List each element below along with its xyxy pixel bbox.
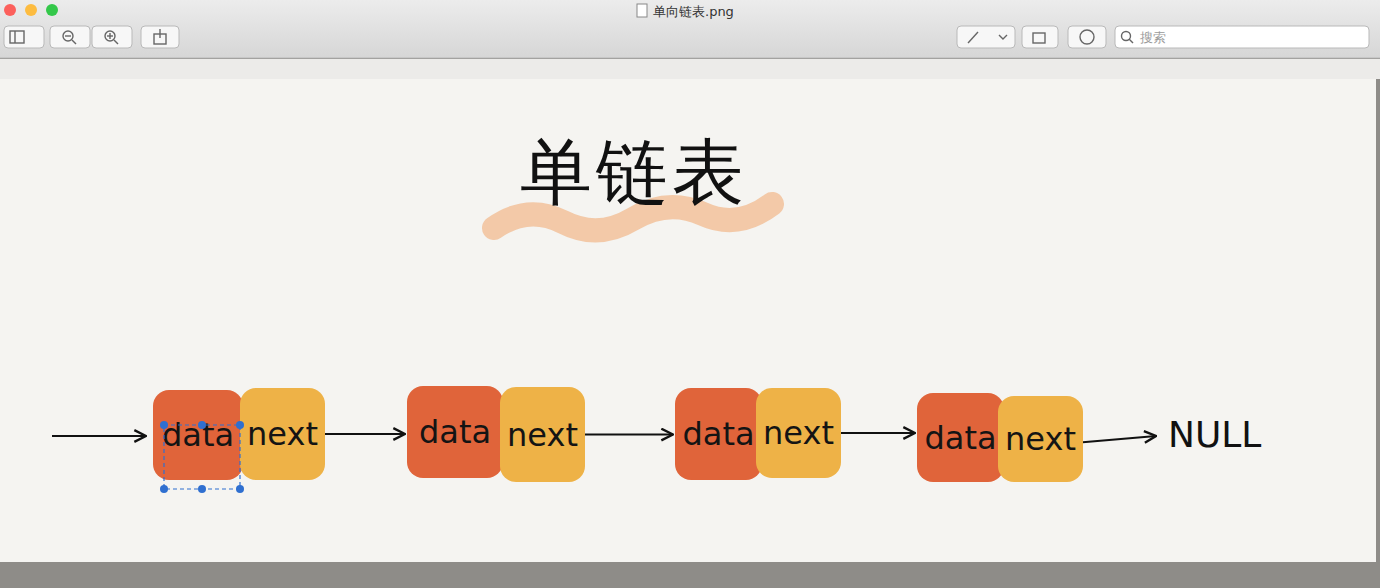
next-field-box: next	[998, 396, 1083, 482]
field-name: data	[419, 413, 491, 451]
data-field-box: data	[675, 388, 762, 480]
search-placeholder: 搜索	[1140, 29, 1166, 47]
null-label: NULL	[1168, 414, 1261, 455]
minimize-button	[25, 4, 37, 16]
window-title: 单向链表.png	[653, 3, 734, 21]
data-field-box: data	[153, 390, 243, 480]
next-field-box: next	[240, 388, 325, 480]
close-button	[4, 4, 16, 16]
image-canvas	[0, 79, 1376, 562]
zoom-button	[46, 4, 58, 16]
field-name: data	[924, 419, 996, 457]
data-field-box: data	[917, 393, 1004, 482]
canvas-margin	[0, 59, 1380, 79]
toolbar-icons	[10, 29, 1133, 44]
toolbar-border	[0, 58, 1380, 59]
file-icon	[637, 4, 647, 17]
next-field-box: next	[500, 387, 585, 482]
field-name: next	[247, 415, 318, 453]
head-pointer-arrow	[52, 435, 146, 437]
field-name: next	[507, 416, 578, 454]
pointer-arrow	[321, 433, 405, 435]
data-field-box: data	[407, 386, 503, 478]
toolbar	[0, 0, 1380, 58]
field-name: next	[1005, 420, 1076, 458]
toolbar-buttons	[4, 26, 1369, 48]
pointer-arrow	[581, 434, 673, 436]
field-name: data	[682, 415, 754, 453]
diagram-title: 单链表	[520, 125, 748, 221]
field-name: data	[162, 416, 234, 454]
field-name: next	[763, 414, 834, 452]
pointer-arrow	[837, 432, 915, 434]
null-pointer-arrow	[1074, 436, 1156, 443]
next-field-box: next	[756, 388, 841, 478]
